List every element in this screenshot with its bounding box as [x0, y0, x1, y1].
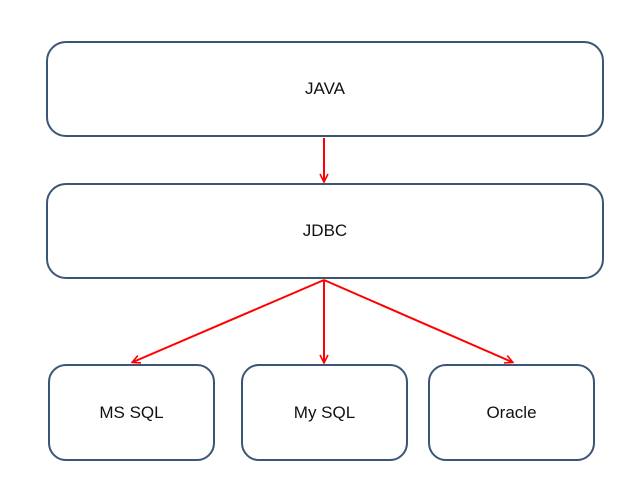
mysql-node-label: My SQL: [293, 402, 356, 422]
jdbc-node-label: JDBC: [302, 221, 348, 240]
arrow-jdbc-to-oracle: [323, 279, 512, 362]
oracle-node-label: Oracle: [486, 402, 537, 422]
java-node-label: JAVA: [305, 79, 345, 98]
mssql-node-label: MS SQL: [99, 402, 164, 422]
arrow-jdbc-to-mssql: [133, 279, 325, 362]
mysql-node: My SQL: [241, 364, 408, 461]
mssql-node: MS SQL: [48, 364, 215, 461]
jdbc-node: JDBC: [46, 183, 604, 279]
oracle-node: Oracle: [428, 364, 595, 461]
java-node: JAVA: [46, 41, 604, 137]
